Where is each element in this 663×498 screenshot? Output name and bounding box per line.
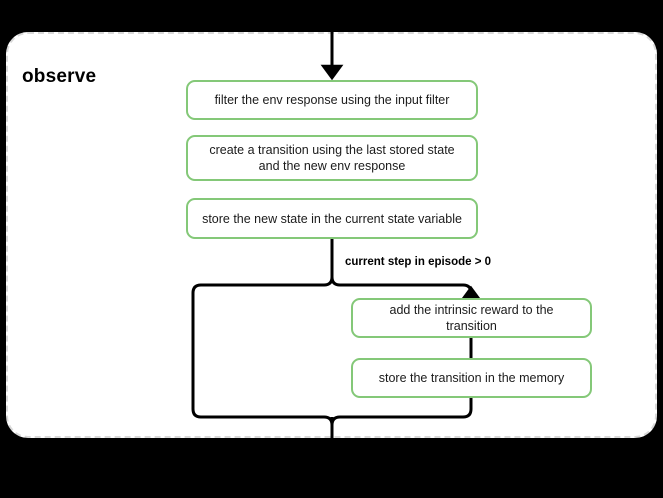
node-store-new-state[interactable]: store the new state in the current state…: [186, 198, 478, 239]
edge-label-current-step-condition: current step in episode > 0: [345, 256, 492, 268]
page-title: observe: [22, 66, 97, 87]
node-add-intrinsic-reward[interactable]: add the intrinsic reward to the transiti…: [351, 298, 592, 338]
node-create-transition[interactable]: create a transition using the last store…: [186, 135, 478, 181]
node-filter-env-response[interactable]: filter the env response using the input …: [186, 80, 478, 120]
node-store-transition-memory[interactable]: store the transition in the memory: [351, 358, 592, 398]
